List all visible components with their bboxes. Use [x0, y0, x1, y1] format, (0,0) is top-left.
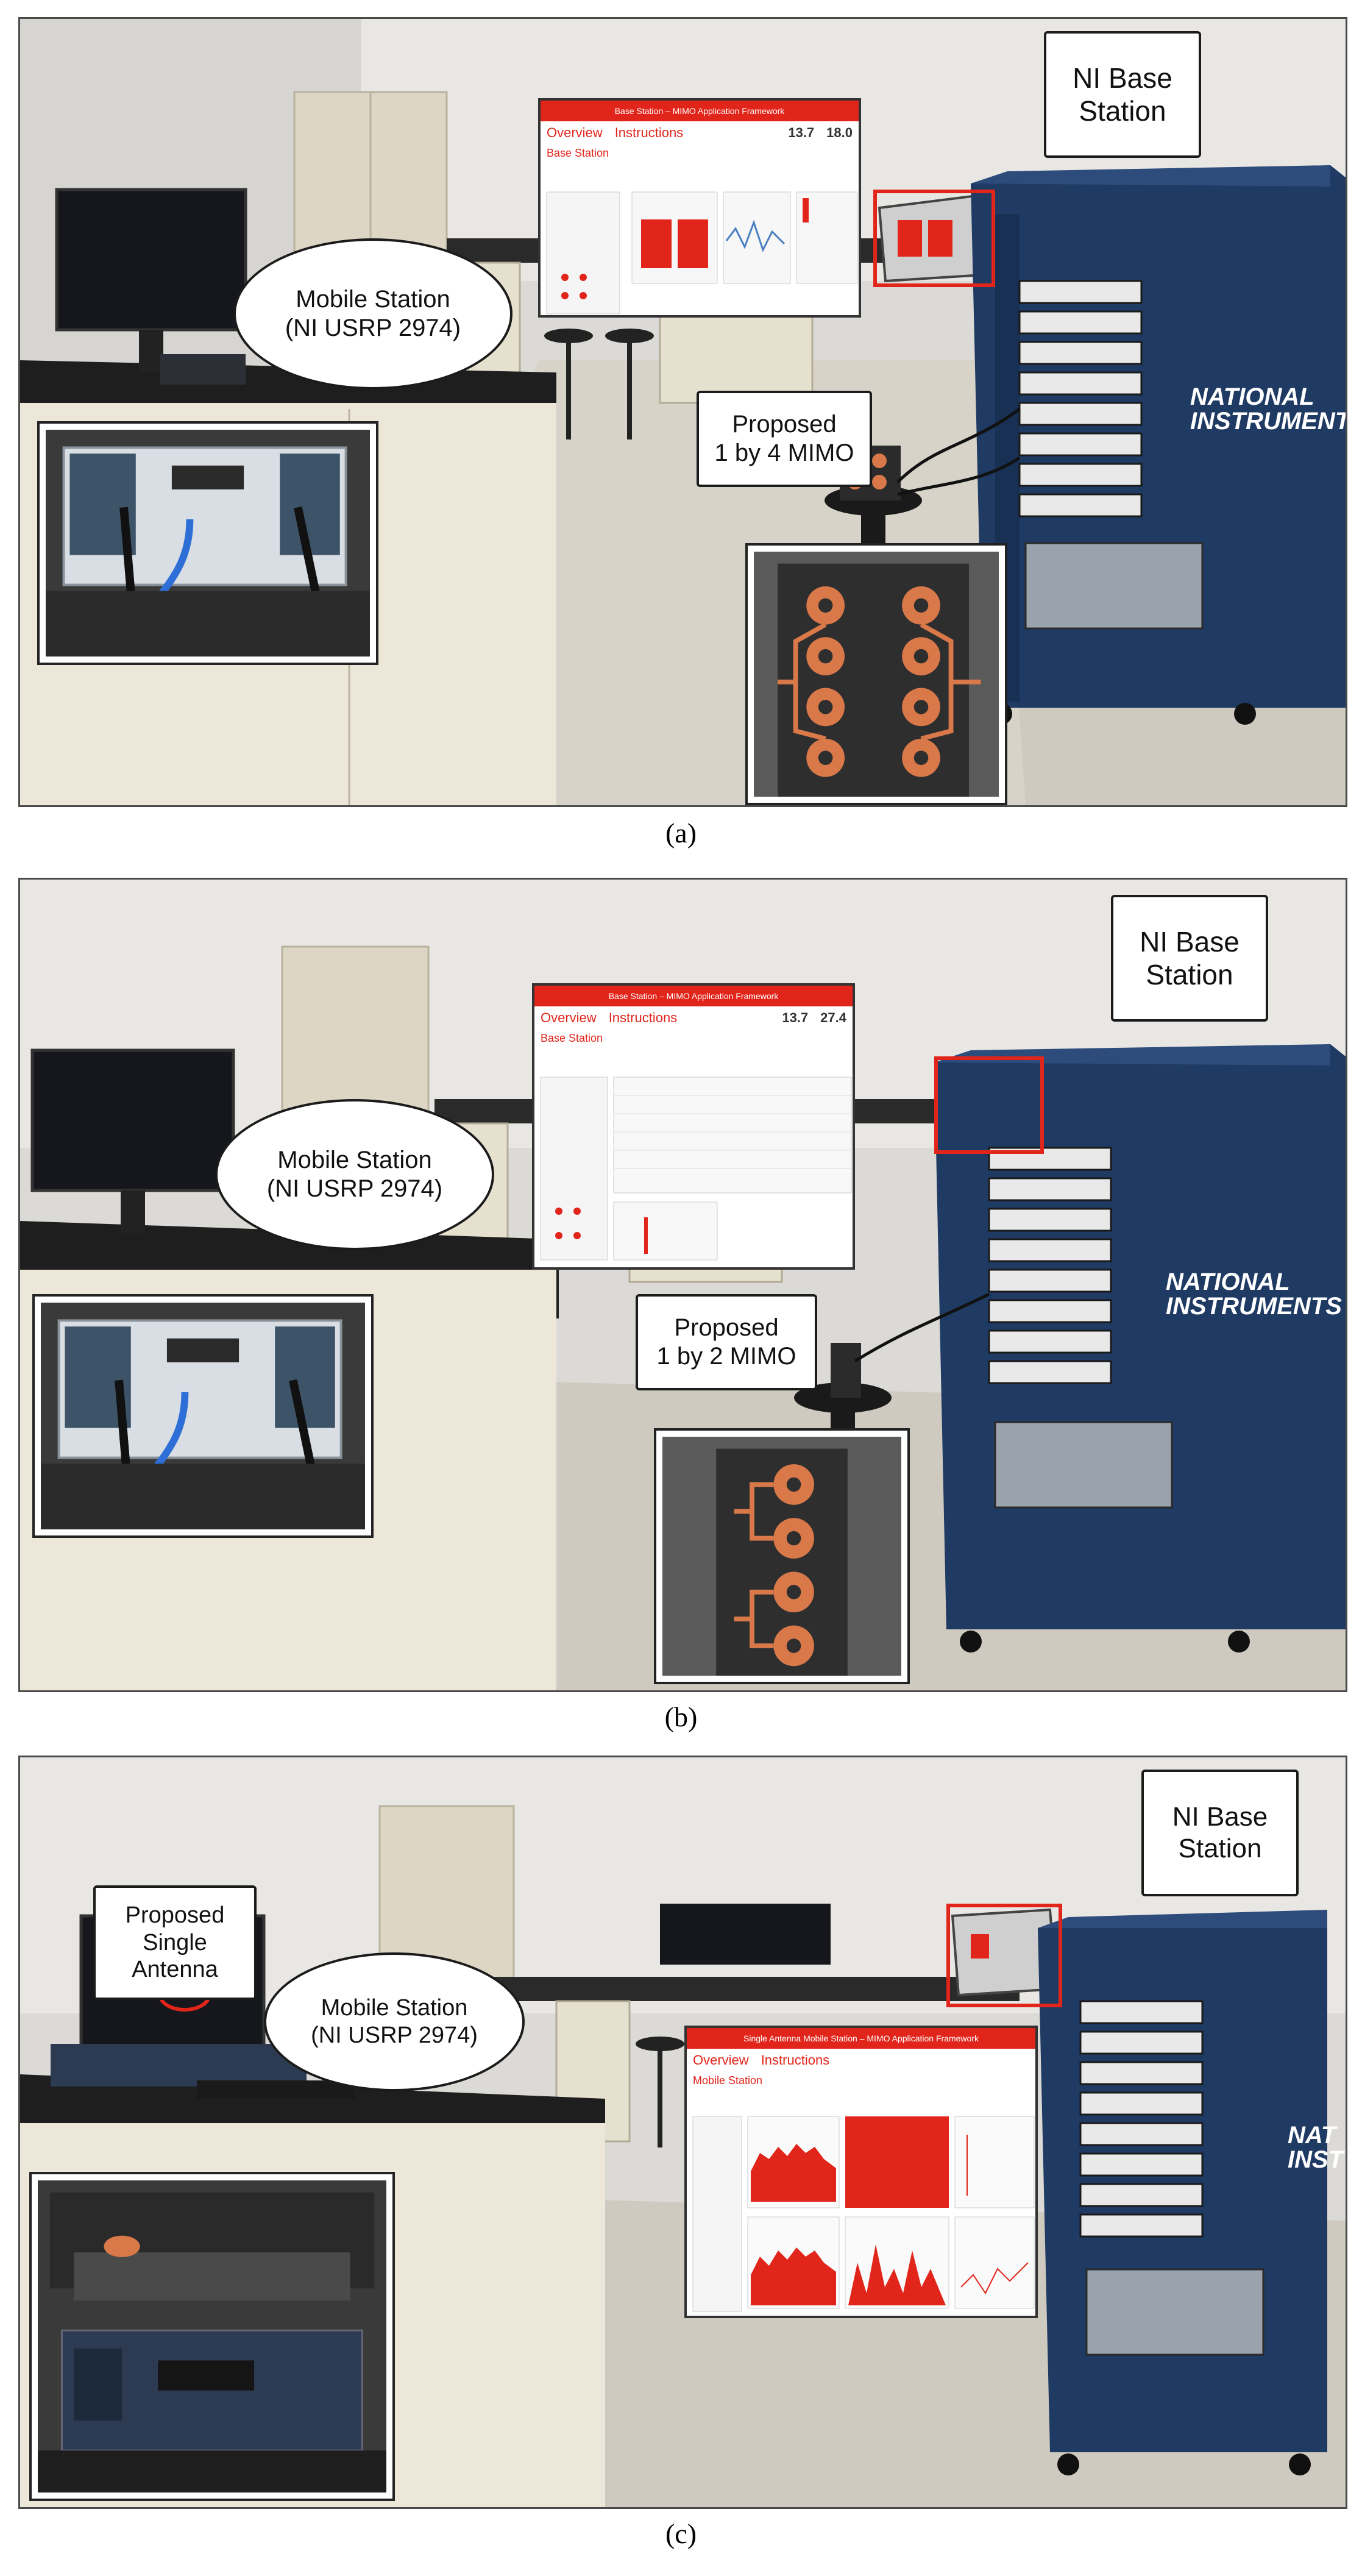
caption-a: (a) — [0, 817, 1362, 849]
antenna-inset — [654, 1428, 910, 1684]
logo-line-1: NAT — [1288, 2122, 1336, 2149]
callout-ni-base-station: NI Base Station — [1111, 895, 1268, 1022]
logo-line-2: INSTRUMENTS — [1190, 408, 1346, 435]
section-heading: Base Station — [547, 147, 609, 159]
photo-panel-c: NAT INST Single Antenna Mobile Station –… — [18, 1756, 1347, 2509]
callout-proposed-antenna: Proposed Single Antenna — [93, 1885, 257, 2000]
instructions-heading: Instructions — [614, 125, 684, 140]
laptop-highlight-box — [934, 1056, 1044, 1154]
mobile-station-inset — [29, 2172, 395, 2501]
national-instruments-logo: NATIONAL INSTRUMENTS — [1190, 383, 1346, 435]
callout-proposed-antenna-text: Proposed 1 by 4 MIMO — [714, 410, 854, 466]
photo-panel-a: NATIONAL INSTRUMENTS Base Station – MIMO… — [18, 17, 1347, 807]
section-heading: Base Station — [541, 1032, 603, 1044]
callout-mobile-station: Mobile Station (NI USRP 2974) — [233, 238, 513, 390]
metric-value-2: 27.4 — [820, 1010, 846, 1025]
national-instruments-logo: NATIONAL INSTRUMENTS — [1166, 1270, 1342, 1318]
app-screen-inset: Base Station – MIMO Application Framewor… — [532, 983, 855, 1270]
app-title-bar: Base Station – MIMO Application Framewor… — [541, 101, 859, 121]
app-title-bar: Base Station – MIMO Application Framewor… — [534, 986, 853, 1006]
screen-spectrum-plots — [692, 2116, 1035, 2312]
caption-b: (b) — [0, 1701, 1362, 1733]
callout-mobile-station-text: Mobile Station (NI USRP 2974) — [285, 285, 461, 341]
caption-c: (c) — [0, 2517, 1362, 2550]
callout-proposed-antenna-text: Proposed 1 by 2 MIMO — [656, 1314, 796, 1370]
callout-proposed-antenna: Proposed 1 by 2 MIMO — [636, 1294, 817, 1390]
caption-b-text: (b) — [664, 1701, 698, 1732]
callout-proposed-antenna-text: Proposed Single Antenna — [125, 1902, 225, 1983]
overview-heading: Overview — [693, 2052, 749, 2068]
app-screen-inset: Base Station – MIMO Application Framewor… — [538, 98, 861, 318]
caption-c-text: (c) — [665, 2518, 697, 2549]
screen-plots — [546, 191, 858, 315]
mobile-station-inset — [32, 1294, 374, 1538]
screen-table — [540, 1076, 852, 1261]
photo-panel-b: NATIONAL INSTRUMENTS Base Station – MIMO… — [18, 878, 1347, 1692]
overview-heading: Overview — [541, 1010, 597, 1025]
callout-ni-base-station-text: NI Base Station — [1073, 62, 1172, 127]
section-heading: Mobile Station — [693, 2074, 763, 2087]
callout-mobile-station-text: Mobile Station (NI USRP 2974) — [311, 1995, 478, 2048]
metric-value-2: 18.0 — [826, 125, 853, 140]
callout-ni-base-station-text: NI Base Station — [1172, 1802, 1268, 1863]
laptop-highlight-box — [873, 190, 995, 287]
logo-line-1: NATIONAL — [1190, 383, 1314, 410]
callout-mobile-station-text: Mobile Station (NI USRP 2974) — [266, 1146, 443, 1202]
logo-line-2: INST — [1288, 2146, 1344, 2173]
metric-value-1: 13.7 — [782, 1010, 809, 1025]
logo-line-2: INSTRUMENTS — [1166, 1293, 1342, 1320]
callout-proposed-antenna: Proposed 1 by 4 MIMO — [697, 391, 872, 487]
app-screen-inset: Single Antenna Mobile Station – MIMO App… — [684, 2026, 1038, 2318]
app-title-bar: Single Antenna Mobile Station – MIMO App… — [687, 2028, 1035, 2049]
callout-ni-base-station: NI Base Station — [1044, 31, 1201, 158]
mobile-station-inset — [37, 421, 378, 665]
overview-heading: Overview — [547, 125, 603, 140]
callout-mobile-station: Mobile Station (NI USRP 2974) — [215, 1099, 494, 1250]
laptop-highlight-box — [946, 1904, 1062, 2007]
instructions-heading: Instructions — [608, 1010, 678, 1025]
callout-ni-base-station: NI Base Station — [1141, 1770, 1299, 1896]
national-instruments-logo: NAT INST — [1288, 2123, 1343, 2172]
antenna-inset — [745, 543, 1007, 805]
callout-mobile-station: Mobile Station (NI USRP 2974) — [264, 1952, 525, 2091]
callout-ni-base-station-text: NI Base Station — [1140, 925, 1240, 991]
logo-line-1: NATIONAL — [1166, 1268, 1290, 1295]
instructions-heading: Instructions — [761, 2052, 830, 2068]
metric-value-1: 13.7 — [788, 125, 815, 140]
caption-a-text: (a) — [665, 817, 697, 849]
